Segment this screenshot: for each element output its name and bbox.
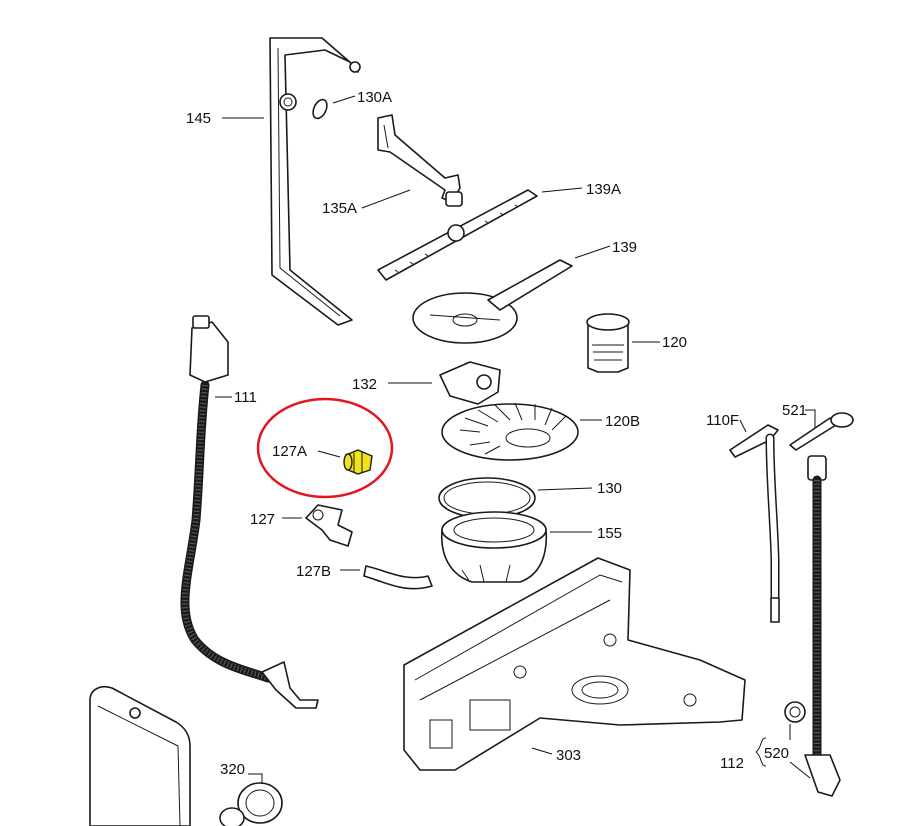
part-130A-o-ring: [312, 98, 328, 120]
part-320-seal: [219, 782, 283, 826]
label-520: 520: [764, 745, 789, 762]
label-139A: 139A: [586, 181, 621, 198]
part-155-sump: [440, 511, 548, 583]
part-120-filter: [586, 313, 630, 373]
label-130: 130: [597, 480, 622, 497]
label-139: 139: [612, 239, 637, 256]
label-135A: 135A: [322, 200, 357, 217]
label-127B: 127B: [296, 563, 331, 580]
part-127-connector: [305, 504, 353, 547]
label-130A: 130A: [357, 89, 392, 106]
part-145-upper-spray-tube: [269, 37, 361, 326]
part-139-lower-spray-arm: [412, 259, 573, 344]
part-door: [89, 685, 191, 826]
label-132: 132: [352, 376, 377, 393]
part-520: [784, 701, 806, 723]
part-127A-highlighted: [343, 449, 373, 475]
label-320: 320: [220, 761, 245, 778]
label-145: 145: [186, 110, 211, 127]
label-120B: 120B: [605, 413, 640, 430]
label-111: 111: [234, 389, 257, 406]
label-521: 521: [782, 402, 807, 419]
part-112-inlet-hose: [804, 455, 841, 797]
label-127: 127: [250, 511, 275, 528]
part-303-base: [403, 557, 746, 771]
label-303: 303: [556, 747, 581, 764]
label-110F: 110F: [706, 412, 739, 429]
part-139A-spray-arm: [377, 189, 538, 281]
part-120B-fine-filter: [441, 402, 579, 461]
label-120: 120: [662, 334, 687, 351]
highlight-circle: [256, 397, 394, 499]
part-521: [789, 412, 854, 451]
part-110F: [729, 424, 780, 623]
part-135A-manifold: [377, 114, 463, 207]
label-112: 112: [720, 755, 744, 772]
label-155: 155: [597, 525, 622, 542]
label-127A: 127A: [272, 443, 307, 460]
part-111-drain-hose: [180, 315, 319, 709]
part-132: [439, 361, 501, 405]
part-127B-hose: [363, 565, 433, 590]
